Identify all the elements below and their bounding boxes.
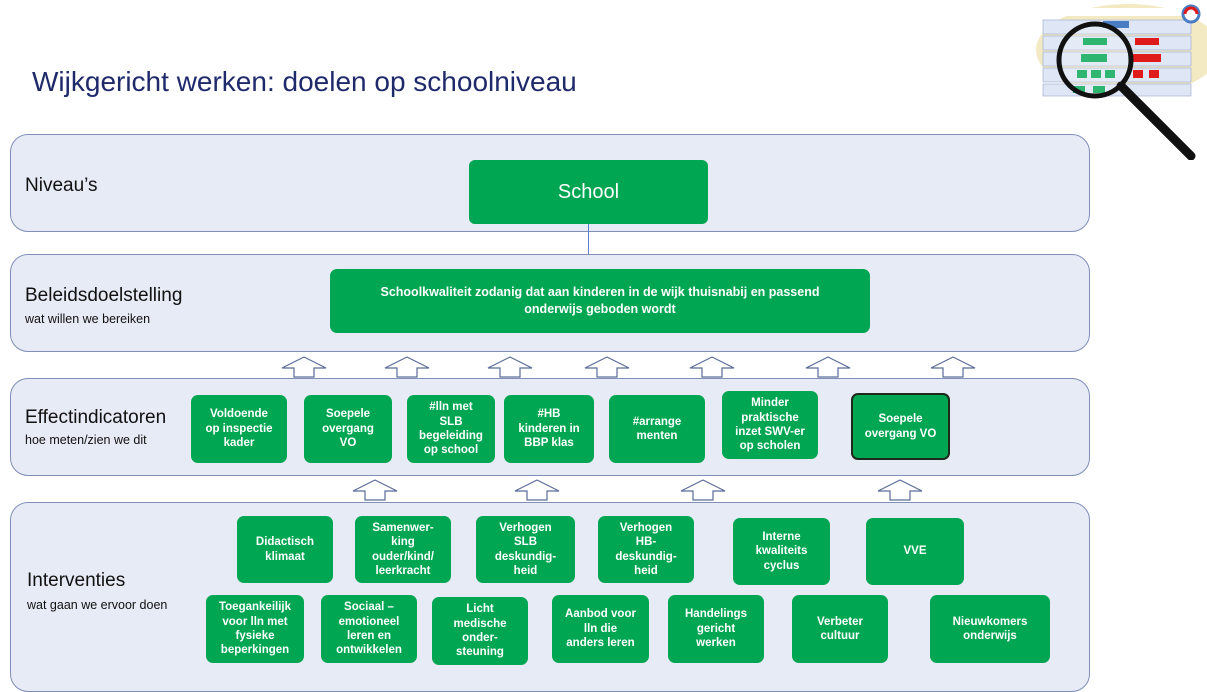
school-box: School: [469, 160, 708, 224]
indicator-box: Minder praktische inzet SWV-er op schole…: [722, 391, 818, 459]
page-title: Wijkgericht werken: doelen op schoolnive…: [32, 66, 577, 97]
up-arrow-icon: [584, 356, 630, 378]
band-beleidsdoelstelling-subtitle: wat willen we bereiken: [25, 312, 151, 326]
indicator-box: #HB kinderen in BBP klas: [504, 395, 594, 463]
intervention-box: Verhogen HB- deskundig- heid: [598, 516, 694, 583]
band-beleidsdoelstelling-title: Beleidsdoelstelling: [25, 285, 183, 306]
band-interventies-title: Interventies: [27, 570, 126, 591]
indicator-box: Soepele overgang VO: [304, 395, 392, 463]
connector-line: [588, 224, 590, 270]
up-arrow-icon: [281, 356, 327, 378]
up-arrow-icon: [805, 356, 851, 378]
intervention-box: Nieuwkomers onderwijs: [930, 595, 1050, 663]
indicator-box: #lln met SLB begeleiding op school: [407, 395, 495, 463]
intervention-box: Licht medische onder- steuning: [432, 597, 528, 665]
up-arrow-icon: [930, 356, 976, 378]
up-arrow-icon: [877, 479, 923, 501]
band-effectindicatoren-subtitle: hoe meten/zien we dit: [25, 433, 147, 447]
up-arrow-icon: [487, 356, 533, 378]
intervention-box: Verhogen SLB deskundig- heid: [476, 516, 575, 583]
indicator-box: Voldoende op inspectie kader: [191, 395, 287, 463]
intervention-box: Toegankeilijk voor lln met fysieke beper…: [206, 595, 304, 663]
indicator-box: Soepele overgang VO: [851, 393, 950, 460]
indicator-box: #arrange menten: [609, 395, 705, 463]
up-arrow-icon: [352, 479, 398, 501]
intervention-box: Interne kwaliteits cyclus: [733, 518, 830, 585]
up-arrow-icon: [384, 356, 430, 378]
up-arrow-icon: [514, 479, 560, 501]
up-arrow-icon: [680, 479, 726, 501]
up-arrow-icon: [689, 356, 735, 378]
goal-box: Schoolkwaliteit zodanig dat aan kinderen…: [330, 269, 870, 333]
intervention-box: Aanbod voor lln die anders leren: [552, 595, 649, 663]
intervention-box: Samenwer- king ouder/kind/ leerkracht: [355, 516, 451, 583]
intervention-box: Didactisch klimaat: [237, 516, 333, 583]
intervention-box: Sociaal – emotioneel leren en ontwikkele…: [321, 595, 417, 663]
band-interventies-subtitle: wat gaan we ervoor doen: [27, 598, 168, 612]
magnifier-thumbnail-icon: [1036, 4, 1207, 160]
band-niveaus-title: Niveau’s: [25, 175, 98, 196]
intervention-box: Handelings gericht werken: [668, 595, 764, 663]
intervention-box: Verbeter cultuur: [792, 595, 888, 663]
band-effectindicatoren-title: Effectindicatoren: [25, 407, 167, 428]
intervention-box: VVE: [866, 518, 964, 585]
